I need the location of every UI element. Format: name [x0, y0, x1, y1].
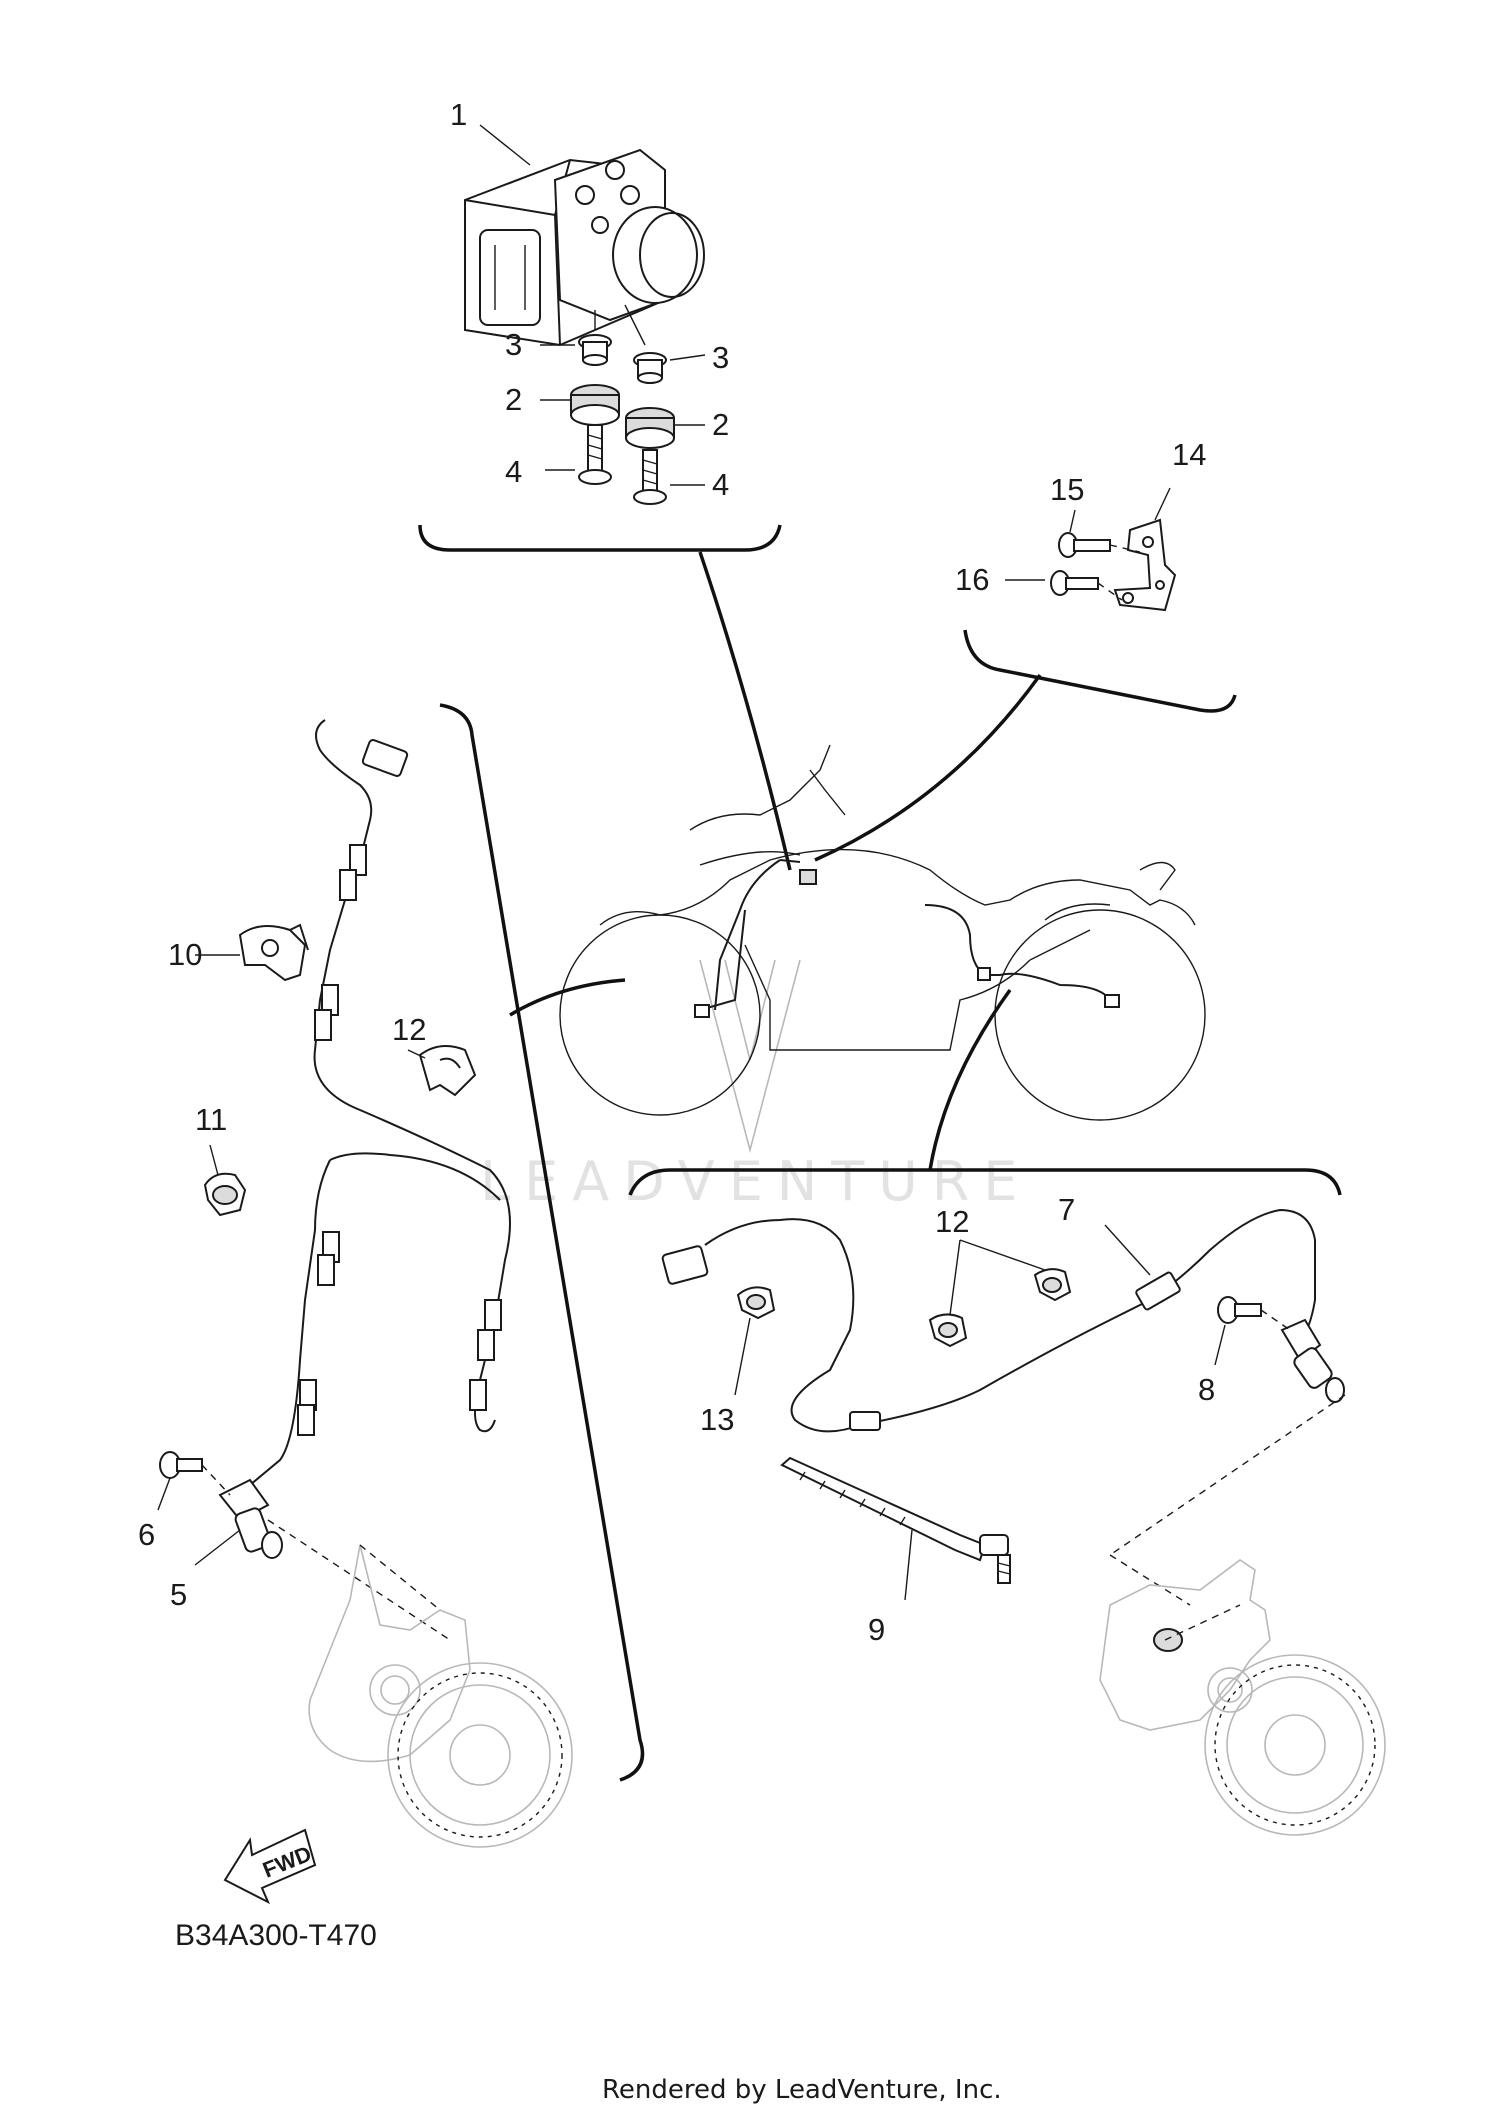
bracket: [1113, 518, 1177, 612]
rear-lead-clamp-lower: [928, 1313, 968, 1348]
grommet-left: [570, 384, 620, 426]
collar-left: [578, 310, 612, 366]
callout-4-right: 4: [712, 467, 729, 502]
callout-3-left: 3: [505, 327, 522, 362]
callout-10: 7: [1058, 1192, 1075, 1227]
forward-direction-arrow: FWD: [223, 1828, 317, 1905]
cable-tie: [780, 1456, 1011, 1584]
callout-5: 5: [170, 1577, 187, 1612]
front-lead-clamp: [238, 923, 309, 982]
callout-1: 1: [450, 97, 467, 132]
callout-4-left: 4: [505, 454, 522, 489]
callout-2-right: 2: [712, 407, 729, 442]
callout-15: 15: [1050, 472, 1084, 507]
rear-sensor-bolt: [1217, 1296, 1291, 1331]
callout-12-upper: 12: [935, 1204, 969, 1239]
callout-3-right: 3: [712, 340, 729, 375]
rear-wheel-sensor: [1109, 1318, 1346, 1606]
callout-8: 11: [195, 1102, 227, 1137]
abs-unit-group: 1 3 3 2 2 4 4: [418, 97, 782, 552]
footer-credit: Rendered by LeadVenture, Inc.: [602, 2075, 1002, 2105]
front-fork-and-disc: [308, 1544, 573, 1848]
bracket-group: 14 15 16: [955, 437, 1237, 713]
front-sensor-bolt: [159, 1451, 231, 1496]
abs-location-line: [698, 551, 792, 871]
rear-wheel-sensor-lead: [661, 1208, 1316, 1433]
rear-sensor-group: 7 12 13 8 9: [628, 988, 1386, 1836]
front-wheel-sensor-lead: [249, 719, 511, 1486]
front-lead-guide: [418, 1045, 477, 1097]
rear-caliper-and-disc: [1099, 1559, 1386, 1836]
callout-11: 8: [1198, 1372, 1215, 1407]
motorcycle-outline: [559, 744, 1206, 1121]
collar-right: [624, 304, 667, 384]
rear-lead-clamp-left: [736, 1286, 776, 1320]
rear-lead-clamp-upper: [1033, 1268, 1072, 1302]
bolt-16: [1050, 570, 1123, 601]
callout-6: 6: [138, 1517, 155, 1552]
bolt-right: [633, 449, 667, 505]
bolt-left: [578, 424, 612, 485]
callout-9: 12: [392, 1012, 426, 1047]
front-sensor-group: 10 11 12 6 5: [138, 703, 645, 1848]
callout-7: 10: [168, 937, 202, 972]
callout-14: 14: [1172, 437, 1206, 472]
callout-2-left: 2: [505, 382, 522, 417]
diagram-code: B34A300-T470: [175, 1919, 377, 1952]
front-lead-holder: [203, 1172, 247, 1217]
bracket-location-line: [814, 673, 1042, 862]
bolt-15: [1058, 532, 1141, 558]
callout-12-lower: 13: [700, 1402, 734, 1437]
grommet-right: [625, 407, 675, 449]
callout-16: 16: [955, 562, 989, 597]
callout-13: 9: [868, 1612, 885, 1647]
front-wheel-sensor: [218, 1478, 451, 1641]
watermark-logo: [699, 959, 801, 1154]
watermark-text: LEADVENTURE: [480, 1150, 1031, 1213]
abs-hydraulic-unit: [464, 148, 705, 347]
